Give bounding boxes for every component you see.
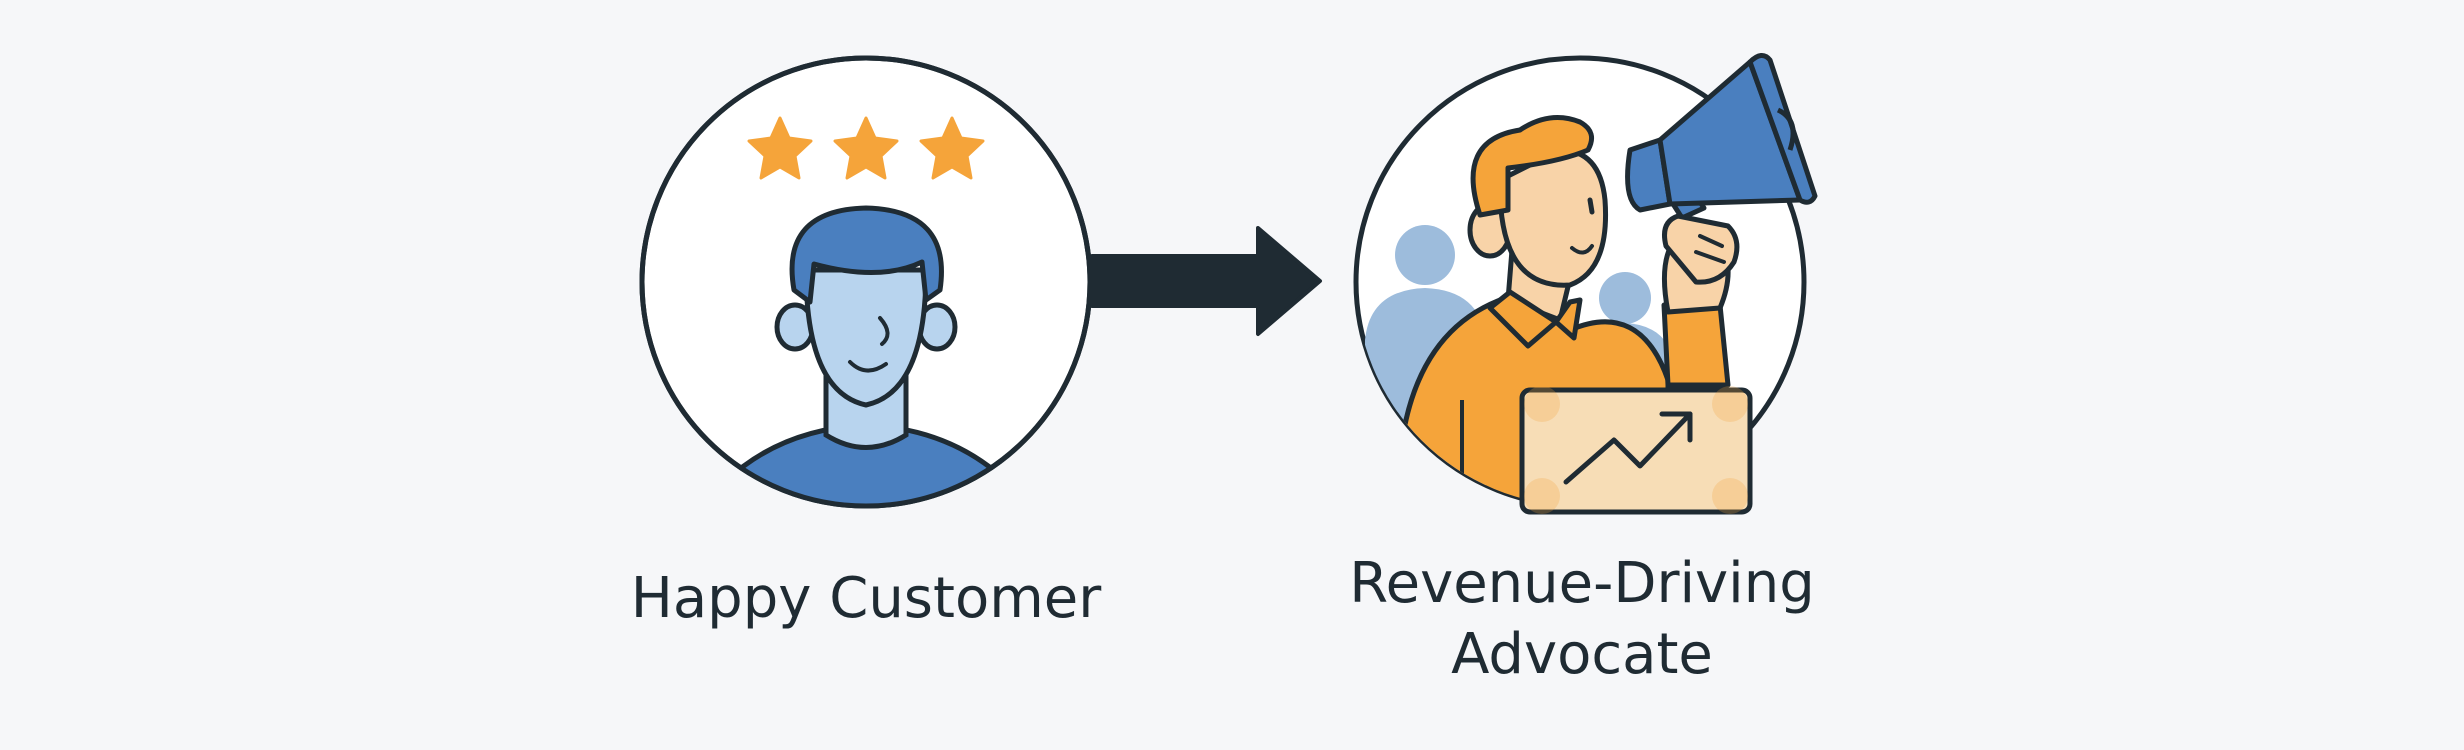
advocate-label-line2: Advocate [1451,622,1713,687]
megaphone-icon [1625,53,1818,221]
rating-stars [747,116,985,180]
advocate-node: Revenue-Driving Advocate [1349,53,1818,687]
star-icon [747,116,813,180]
star-icon [833,116,899,180]
happy-customer-label: Happy Customer [631,566,1102,631]
star-icon [919,116,985,180]
growth-chart-icon [1519,386,1753,515]
advocate-label-line1: Revenue-Driving [1349,551,1815,616]
arrow-right-icon [1090,226,1322,336]
happy-customer-icon [697,205,1035,506]
happy-customer-node: Happy Customer [631,55,1102,631]
